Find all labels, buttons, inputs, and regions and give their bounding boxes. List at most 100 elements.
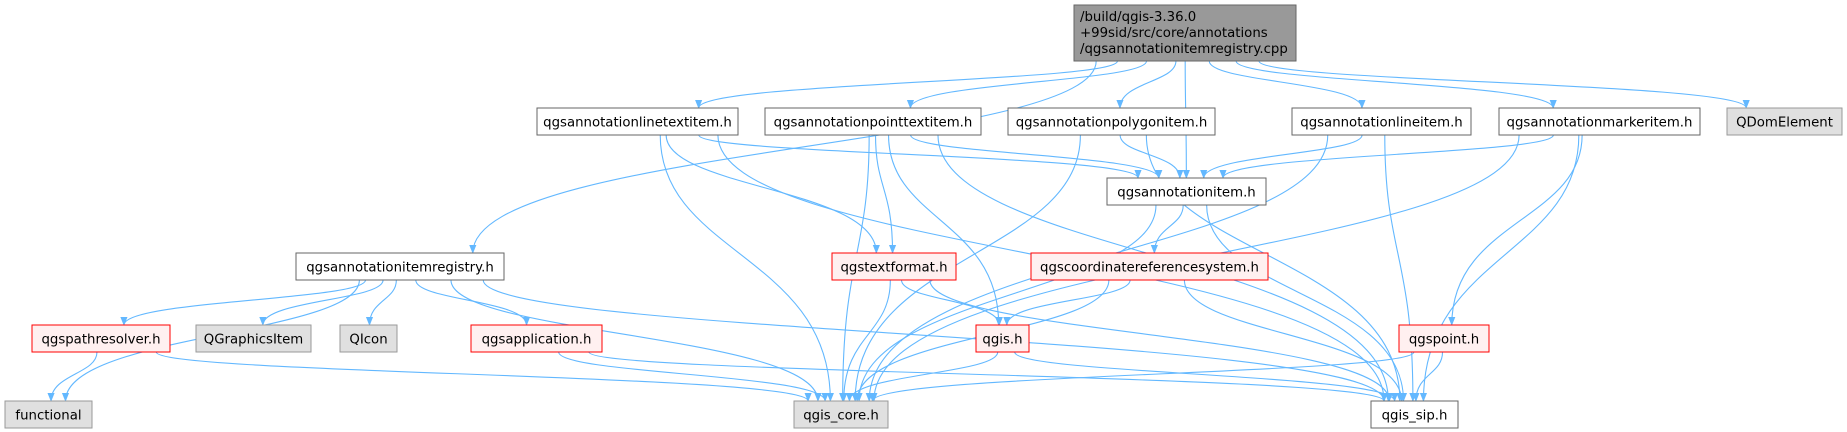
node-qgissip[interactable]: qgis_sip.h — [1370, 400, 1459, 429]
edge-linetextitem-to-qgiscore — [659, 134, 834, 402]
node-pathresolver-box — [31, 324, 171, 353]
edge-root-to-itemregistry — [469, 60, 1097, 254]
node-markeritem-box — [1498, 107, 1701, 136]
node-polygonitem-label: qgsannotationpolygonitem.h — [1016, 116, 1208, 131]
edge-root-to-qdomelement — [1258, 60, 1750, 109]
edge-itemregistry-to-qicon — [365, 279, 397, 326]
edge-itemregistry-to-qgissip — [482, 279, 1388, 402]
edge-textformat-to-qgis — [900, 279, 1003, 326]
edge-lineitem-to-qgissip — [1384, 134, 1417, 402]
node-qgissip-box — [1370, 400, 1459, 429]
node-qicon-box — [339, 324, 398, 353]
node-lineitem-label: qgsannotationlineitem.h — [1300, 116, 1462, 131]
node-textformat-box — [831, 252, 957, 281]
nodes-layer: /build/qgis-3.36.0+99sid/src/core/annota… — [4, 4, 1843, 429]
node-pointtextitem[interactable]: qgsannotationpointtextitem.h — [764, 107, 982, 136]
edge-root-to-polygonitem — [1116, 60, 1177, 109]
edge-linetextitem-to-annotationitem — [698, 134, 1142, 179]
node-qdomelement-box — [1726, 107, 1843, 136]
node-qgiscore: qgis_core.h — [793, 400, 889, 429]
edge-polygonitem-to-qgiscore — [851, 134, 1081, 402]
node-pointtextitem-label: qgsannotationpointtextitem.h — [774, 116, 973, 131]
node-polygonitem-box — [1007, 107, 1216, 136]
node-annotationitem[interactable]: qgsannotationitem.h — [1106, 177, 1267, 206]
edge-markeritem-to-annotationitem — [1219, 134, 1554, 179]
node-qdomelement-label: QDomElement — [1736, 116, 1833, 131]
node-functional: functional — [4, 400, 93, 429]
node-annotationitem-box — [1106, 177, 1267, 206]
node-qgissip-label: qgis_sip.h — [1382, 409, 1448, 424]
edge-itemregistry-to-qgraphicsitem — [259, 279, 384, 326]
node-lineitem-box — [1291, 107, 1472, 136]
node-qicon: QIcon — [339, 324, 398, 353]
edge-itemregistry-to-qgiscore — [450, 279, 822, 402]
edge-textformat-to-qgissip — [929, 279, 1393, 402]
node-pathresolver-label: qgspathresolver.h — [41, 333, 160, 348]
edge-qgis-to-qgissip — [1014, 351, 1399, 402]
node-annotationitem-label: qgsannotationitem.h — [1117, 186, 1255, 201]
node-application[interactable]: qgsapplication.h — [470, 324, 603, 353]
edge-annotationitem-to-qgiscore — [855, 204, 1157, 402]
node-application-box — [470, 324, 603, 353]
node-polygonitem[interactable]: qgsannotationpolygonitem.h — [1007, 107, 1216, 136]
node-qgis-label: qgis.h — [982, 333, 1022, 348]
edge-annotationitem-to-crs — [1150, 204, 1184, 254]
node-root-label: /build/qgis-3.36.0 — [1080, 10, 1196, 25]
edge-textformat-to-qgiscore — [840, 279, 891, 402]
node-root-label: +99sid/src/core/annotations — [1080, 26, 1268, 41]
edge-pointtextitem-to-textformat — [874, 134, 897, 254]
node-lineitem[interactable]: qgsannotationlineitem.h — [1291, 107, 1472, 136]
edge-application-to-qgiscore — [558, 351, 829, 402]
edge-qgis-to-qgiscore — [845, 351, 999, 402]
edge-root-to-linetextitem — [695, 60, 1119, 109]
node-itemregistry[interactable]: qgsannotationitemregistry.h — [295, 252, 505, 281]
node-qgis[interactable]: qgis.h — [975, 324, 1030, 353]
node-itemregistry-label: qgsannotationitemregistry.h — [306, 261, 494, 276]
edge-crs-to-qgissip — [1183, 279, 1406, 402]
node-qdomelement: QDomElement — [1726, 107, 1843, 136]
edge-lineitem-to-annotationitem — [1200, 134, 1363, 179]
node-qgraphicsitem: QGraphicsItem — [195, 324, 312, 353]
node-qicon-label: QIcon — [349, 333, 387, 348]
edge-markeritem-to-qgissip — [1419, 134, 1580, 402]
node-point-box — [1398, 324, 1490, 353]
edge-polygonitem-to-annotationitem — [1119, 134, 1184, 179]
node-linetextitem[interactable]: qgsannotationlinetextitem.h — [536, 107, 739, 136]
node-linetextitem-label: qgsannotationlinetextitem.h — [543, 116, 732, 131]
node-functional-label: functional — [15, 409, 81, 424]
node-pointtextitem-box — [764, 107, 982, 136]
node-functional-box — [4, 400, 93, 429]
node-qgiscore-box — [793, 400, 889, 429]
node-qgiscore-label: qgis_core.h — [803, 409, 879, 424]
node-textformat[interactable]: qgstextformat.h — [831, 252, 957, 281]
node-application-label: qgsapplication.h — [482, 333, 592, 348]
node-qgraphicsitem-box — [195, 324, 312, 353]
node-qgis-box — [975, 324, 1030, 353]
node-crs[interactable]: qgscoordinatereferencesystem.h — [1030, 252, 1269, 281]
node-qgraphicsitem-label: QGraphicsItem — [204, 333, 303, 348]
edge-linetextitem-to-textformat — [665, 134, 880, 254]
edge-crs-to-qgis — [1003, 279, 1131, 326]
node-root-box — [1073, 4, 1297, 62]
node-itemregistry-box — [295, 252, 505, 281]
node-root-label: /qgsannotationitemregistry.cpp — [1080, 42, 1288, 57]
edge-root-to-pointtextitem — [906, 60, 1148, 109]
edge-point-to-qgissip — [1412, 351, 1444, 402]
edge-point-to-qgiscore — [869, 351, 1415, 402]
node-crs-box — [1030, 252, 1269, 281]
edge-itemregistry-to-application — [415, 279, 531, 326]
node-root[interactable]: /build/qgis-3.36.0+99sid/src/core/annota… — [1073, 4, 1297, 62]
edge-pointtextitem-to-qgis — [887, 134, 1003, 326]
node-linetextitem-box — [536, 107, 739, 136]
node-textformat-label: qgstextformat.h — [840, 261, 947, 276]
node-point-label: qgspoint.h — [1409, 333, 1479, 348]
edge-itemregistry-to-pathresolver — [120, 279, 366, 326]
edge-markeritem-to-point — [1448, 134, 1583, 326]
node-point[interactable]: qgspoint.h — [1398, 324, 1490, 353]
edge-root-to-lineitem — [1208, 60, 1366, 109]
edge-application-to-qgissip — [588, 351, 1388, 402]
node-markeritem-label: qgsannotationmarkeritem.h — [1507, 116, 1693, 131]
node-pathresolver[interactable]: qgspathresolver.h — [31, 324, 171, 353]
node-markeritem[interactable]: qgsannotationmarkeritem.h — [1498, 107, 1701, 136]
